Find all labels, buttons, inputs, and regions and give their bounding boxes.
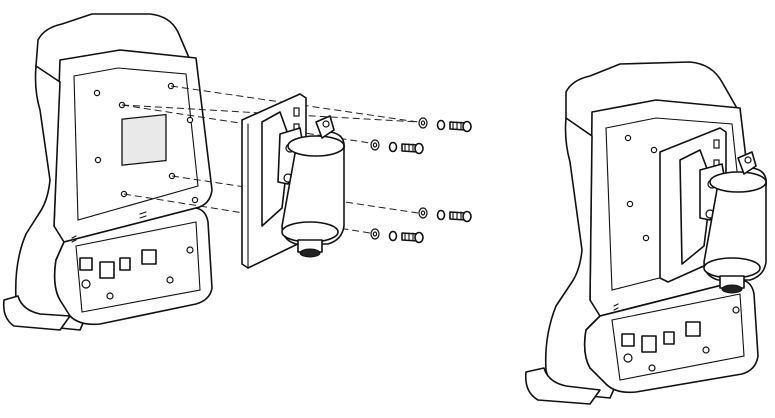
spring-washer (388, 230, 398, 242)
screw-hole (166, 276, 174, 284)
connector-port (119, 257, 131, 271)
screw-hole (191, 196, 199, 204)
clamp-cylinder (281, 115, 346, 258)
screw-row-1 (418, 117, 472, 133)
bracket-slot (293, 107, 300, 117)
spring-washer (436, 119, 446, 131)
spring-washer (388, 141, 398, 153)
left-device-housing (2, 13, 213, 331)
screw-hole (186, 246, 194, 254)
label-window (121, 113, 167, 166)
screw-hole (186, 116, 194, 124)
screw-row-4 (370, 228, 424, 244)
screw-hole (93, 89, 101, 97)
fastener-set (370, 117, 472, 244)
screw-row-2 (370, 139, 424, 155)
connector-jack (81, 279, 91, 289)
screw-hole (94, 156, 102, 164)
connector-jack (106, 292, 114, 300)
connector-port (141, 249, 157, 265)
right-assembled-device (524, 61, 768, 405)
connector-port (79, 257, 93, 271)
connector-port (99, 261, 115, 279)
spring-washer (436, 209, 446, 221)
screw-row-3 (418, 207, 472, 223)
